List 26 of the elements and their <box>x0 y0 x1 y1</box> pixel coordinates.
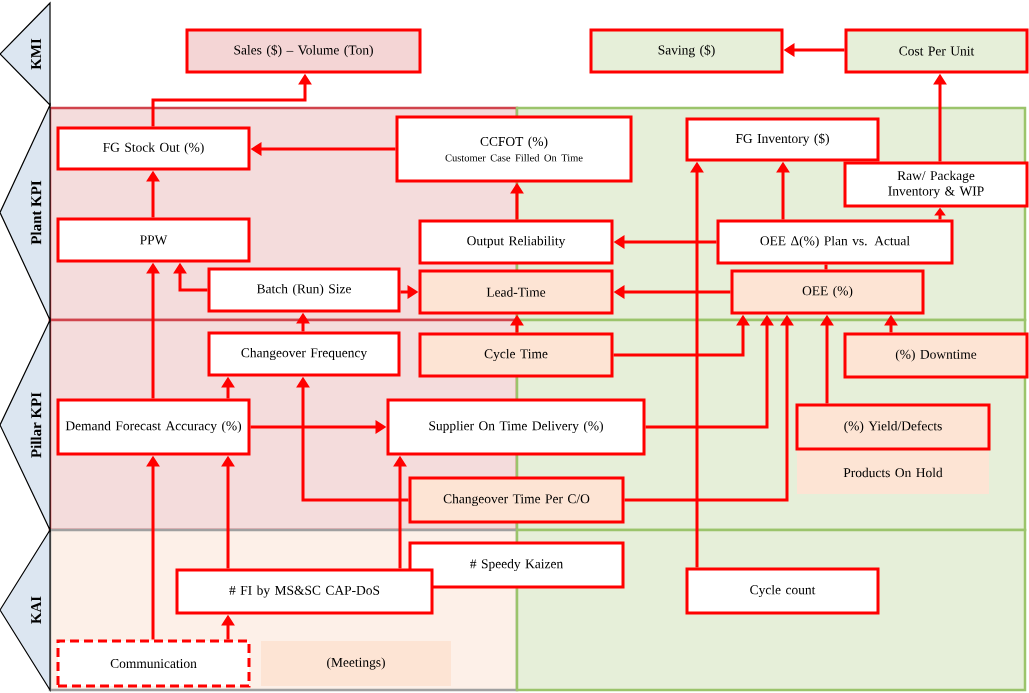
kpi-box: PPW <box>56 217 251 263</box>
kpi-box: Output Reliability <box>418 219 614 265</box>
kpi-box: Raw/ Package Inventory & WIP <box>843 161 1029 208</box>
kpi-box: Lead-Time <box>418 269 614 315</box>
kpi-box: Communication <box>56 639 251 688</box>
kpi-box: Saving ($) <box>589 28 784 74</box>
kpi-box: Sales ($) – Volume (Ton) <box>185 28 422 74</box>
kpi-box: CCFOT (%) Customer Case Filled On Time <box>395 115 633 183</box>
note-band: Products On Hold <box>797 451 989 494</box>
kpi-box: FG Stock Out (%) <box>56 126 251 171</box>
kpi-box: (%) Downtime <box>843 332 1029 379</box>
kpi-box: OEE Δ(%) Plan vs. Actual <box>716 219 954 265</box>
kpi-box: FG Inventory ($) <box>685 117 880 162</box>
kpi-box: (%) Yield/Defects <box>795 403 991 451</box>
kpi-box: Supplier On Time Delivery (%) <box>386 398 646 456</box>
kpi-box: # Speedy Kaizen <box>408 541 625 589</box>
kpi-box: Changeover Time Per C/O <box>408 476 625 524</box>
note-band: (Meetings) <box>261 641 451 686</box>
kpi-box: # FI by MS&SC CAP-DoS <box>175 568 434 615</box>
kpi-box: Demand Forecast Accuracy (%) <box>56 398 251 456</box>
kpi-box: Batch (Run) Size <box>207 267 401 313</box>
kpi-box: Cycle Time <box>418 332 614 378</box>
kpi-box: Changeover Frequency <box>207 331 401 377</box>
kpi-box: Cost Per Unit <box>844 28 1029 74</box>
kpi-box: OEE (%) <box>730 269 925 315</box>
kpi-box: Cycle count <box>685 567 880 615</box>
